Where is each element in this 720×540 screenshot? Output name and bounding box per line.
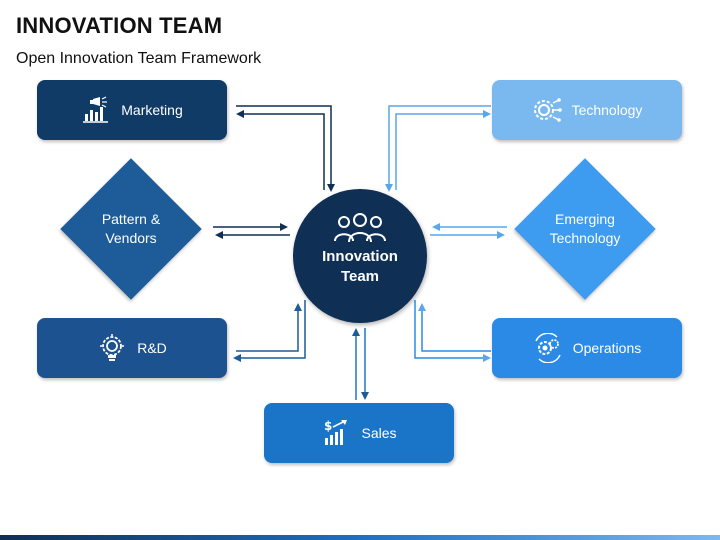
dollar-growth-icon: $ — [321, 418, 351, 448]
rnd-box: R&D — [37, 318, 227, 378]
page-title: INNOVATION TEAM — [16, 13, 223, 38]
brain-circuit-icon — [532, 95, 562, 125]
arrow-marketing — [236, 105, 335, 192]
technology-label: Technology — [571, 102, 643, 118]
sales-label: Sales — [361, 425, 397, 441]
gears-cycle-icon — [533, 332, 563, 364]
arrow-rnd — [233, 300, 306, 362]
operations-label: Operations — [572, 340, 642, 356]
pattern-vendors-diamond: Pattern & Vendors — [60, 158, 202, 300]
rnd-label: R&D — [137, 340, 167, 356]
arrow-emerging-technology — [430, 223, 507, 239]
innovation-team-label: Innovation Team — [322, 248, 398, 285]
arrow-operations — [414, 300, 491, 362]
arrow-technology — [385, 105, 491, 192]
emerging-technology-label: Emerging Technology — [549, 211, 621, 246]
marketing-box: Marketing — [37, 80, 227, 140]
emerging-technology-diamond: Emerging Technology — [514, 158, 656, 300]
marketing-label: Marketing — [121, 102, 183, 118]
team-people-icon — [330, 213, 390, 243]
technology-box: Technology — [492, 80, 682, 140]
innovation-team-circle: Innovation Team — [293, 189, 427, 323]
megaphone-chart-icon — [81, 95, 111, 125]
operations-box: Operations — [492, 318, 682, 378]
footer-bar — [0, 535, 720, 540]
sales-box: $ Sales — [264, 403, 454, 463]
arrow-pattern-vendors — [213, 223, 290, 239]
pattern-vendors-label: Pattern & Vendors — [101, 211, 161, 246]
lightbulb-gear-icon — [97, 333, 127, 363]
arrow-sales — [352, 328, 369, 400]
svg-text:$: $ — [324, 419, 332, 433]
page-subtitle: Open Innovation Team Framework — [16, 50, 262, 67]
